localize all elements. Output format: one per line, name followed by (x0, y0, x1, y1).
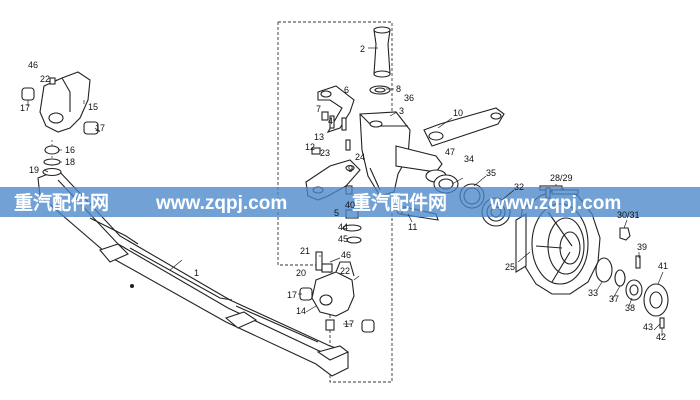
callout-18: 18 (65, 157, 75, 167)
callout-8: 8 (396, 84, 401, 94)
callout-43: 43 (643, 322, 653, 332)
callout-32: 32 (514, 182, 524, 192)
callout-46a: 46 (28, 60, 38, 70)
callout-14: 14 (296, 306, 306, 316)
watermark-cjk-left: 重汽配件网 (14, 191, 109, 214)
left-steering-knuckle (21, 71, 99, 177)
tie-rod-arm (423, 107, 505, 147)
callout-40: 40 (345, 200, 355, 210)
callout-34: 34 (464, 154, 474, 164)
callout-35: 35 (486, 168, 496, 178)
callout-38: 38 (625, 303, 635, 313)
callout-2: 2 (360, 44, 365, 54)
callout-13: 13 (314, 132, 324, 142)
callout-45: 45 (338, 234, 348, 244)
callout-10: 10 (453, 108, 463, 118)
callout-7: 7 (316, 104, 321, 114)
callout-24: 24 (355, 152, 365, 162)
callout-3: 3 (399, 106, 404, 116)
callout-labels: 1 2 3 4 5 6 7 8 9 10 11 12 13 14 15 16 1… (20, 44, 668, 342)
upper-steering-knuckle (359, 111, 443, 197)
callout-23: 23 (320, 148, 330, 158)
callout-47: 47 (445, 147, 455, 157)
callout-16: 16 (65, 145, 75, 155)
right-knuckle-assembly (299, 251, 375, 333)
callout-41: 41 (658, 261, 668, 271)
callout-22b: 22 (340, 266, 350, 276)
callout-25: 25 (505, 262, 515, 272)
callout-44: 44 (338, 222, 348, 232)
subassembly-dashed-frame (277, 21, 393, 383)
watermark-url-right: www.zqpj.com (489, 193, 621, 214)
watermark-cjk-right: 重汽配件网 (352, 191, 447, 214)
callout-20: 20 (296, 268, 306, 278)
callout-5: 5 (334, 208, 339, 218)
watermark-band (0, 187, 700, 217)
callout-17a: 17 (20, 103, 30, 113)
hub-cap-parts (595, 255, 669, 329)
callout-21: 21 (300, 246, 310, 256)
leader-lines (27, 47, 664, 336)
callout-42: 42 (656, 332, 666, 342)
kingpin (369, 26, 391, 95)
callout-33: 33 (588, 288, 598, 298)
steering-arm-upper (317, 85, 355, 151)
callout-46b: 46 (341, 250, 351, 260)
callout-12: 12 (305, 142, 315, 152)
callout-39: 39 (637, 242, 647, 252)
callout-30-31: 30/31 (617, 210, 640, 220)
callout-28-29: 28/29 (550, 173, 573, 183)
callout-22a: 22 (40, 74, 50, 84)
watermark-url-left: www.zqpj.com (155, 193, 287, 214)
callout-6: 6 (344, 85, 349, 95)
callout-17d: 17 (344, 319, 354, 329)
callout-9: 9 (348, 164, 353, 174)
callout-37: 37 (609, 294, 619, 304)
callout-15: 15 (88, 102, 98, 112)
callout-17b: 17 (95, 123, 105, 133)
callout-4: 4 (328, 116, 333, 126)
callout-36: 36 (404, 93, 414, 103)
callout-1: 1 (194, 268, 199, 278)
callout-17c: 17 (287, 290, 297, 300)
callout-19: 19 (29, 165, 39, 175)
callout-11: 11 (408, 222, 417, 232)
